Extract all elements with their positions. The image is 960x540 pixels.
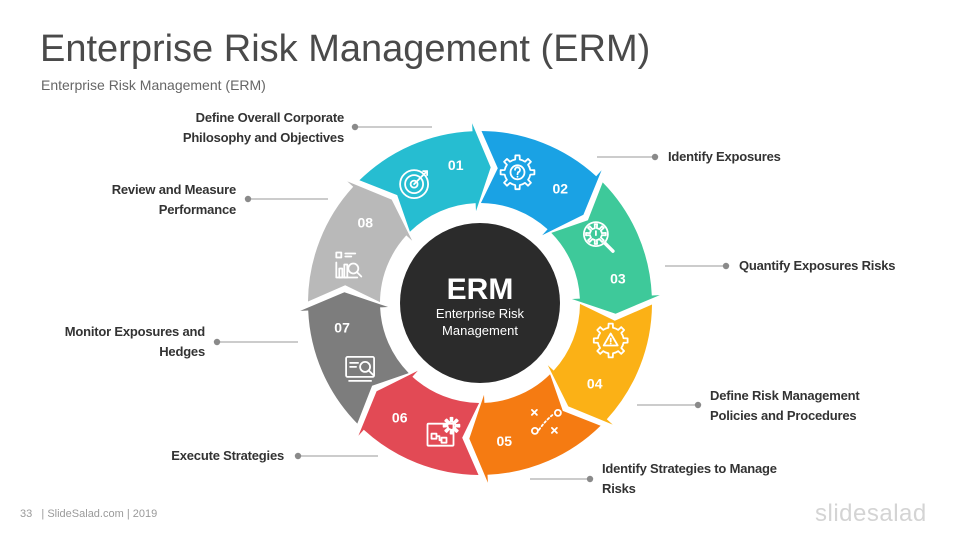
cycle-segment-01 [359, 123, 491, 232]
leader-line-04 [637, 401, 702, 409]
step-label-04-line-2: Policies and Procedures [710, 408, 857, 423]
center-line-2: Management [442, 323, 518, 338]
cycle-segment-02 [480, 131, 602, 236]
step-number-05: 05 [497, 433, 513, 449]
cycle-segment-06 [358, 370, 480, 475]
step-label-05-line-2: Risks [602, 481, 636, 496]
chart-analysis-icon [335, 251, 363, 279]
target-icon [399, 169, 430, 200]
leader-line-06 [294, 452, 378, 460]
step-label-07-line-1: Monitor Exposures and [64, 324, 205, 339]
step-label-01-line-1: Define Overall Corporate [195, 110, 345, 125]
step-label-02: Identify Exposures [668, 147, 781, 167]
step-label-06-line-1: Execute Strategies [171, 448, 284, 463]
step-number-06: 06 [392, 410, 408, 426]
center-circle [400, 223, 560, 383]
step-number-03: 03 [610, 271, 626, 287]
step-number-08: 08 [358, 215, 374, 231]
step-label-03-line-1: Quantify Exposures Risks [739, 258, 896, 273]
step-number-07: 07 [334, 319, 350, 335]
brand-logo: slidesalad [815, 500, 927, 527]
leader-lines [213, 123, 730, 483]
step-label-07-line-2: Hedges [159, 344, 205, 359]
leader-line-01 [351, 123, 432, 131]
footer: 33 | SlideSalad.com | 2019 [20, 508, 157, 520]
gear-question-icon [499, 154, 536, 191]
step-label-08-line-2: Performance [158, 202, 236, 217]
step-label-05-line-1: Identify Strategies to Manage [602, 461, 777, 476]
cycle-arrows [300, 123, 660, 483]
leader-line-07 [213, 338, 298, 346]
step-label-05: Identify Strategies to Manage Risks [602, 459, 777, 499]
strategy-play-icon [531, 408, 562, 435]
cycle-segment-04 [547, 303, 652, 425]
page-subtitle: Enterprise Risk Management (ERM) [41, 77, 266, 93]
step-number-01: 01 [448, 157, 464, 173]
center-line-1: Enterprise Risk [436, 306, 525, 321]
footer-credit: | SlideSalad.com | 2019 [41, 508, 158, 520]
leader-line-08 [244, 195, 328, 203]
center-hub: ERM Enterprise Risk Management [398, 221, 562, 385]
step-label-04-line-1: Define Risk Management [710, 388, 860, 403]
step-label-02-line-1: Identify Exposures [668, 149, 781, 164]
step-label-01-line-2: Philosophy and Objectives [182, 130, 344, 145]
step-label-04: Define Risk Management Policies and Proc… [710, 386, 860, 426]
step-number-04: 04 [587, 375, 603, 391]
gear-warning-icon [592, 322, 629, 359]
leader-line-02 [597, 153, 659, 161]
leader-line-05 [530, 475, 594, 483]
page-number: 33 [20, 508, 33, 520]
leader-line-03 [665, 262, 730, 270]
step-numbers: 01 02 03 04 05 06 07 08 [334, 157, 626, 449]
cycle-segment-08 [308, 181, 413, 303]
step-label-06: Execute Strategies [171, 446, 284, 466]
cycle-segment-03 [551, 182, 660, 314]
monitor-search-icon [345, 355, 376, 382]
step-label-03: Quantify Exposures Risks [739, 256, 896, 276]
step-label-01: Define Overall Corporate Philosophy and … [183, 108, 344, 148]
page-title: Enterprise Risk Management (ERM) [40, 28, 651, 70]
step-icons [335, 154, 629, 447]
process-diagram-icon [426, 416, 461, 447]
step-number-02: 02 [553, 180, 569, 196]
magnifier-alert-icon [583, 221, 615, 253]
step-label-07: Monitor Exposures and Hedges [65, 322, 205, 362]
step-label-08: Review and Measure Performance [112, 180, 236, 220]
step-label-08-line-1: Review and Measure [111, 182, 236, 197]
center-acronym: ERM [447, 273, 514, 306]
cycle-segment-07 [300, 292, 409, 424]
